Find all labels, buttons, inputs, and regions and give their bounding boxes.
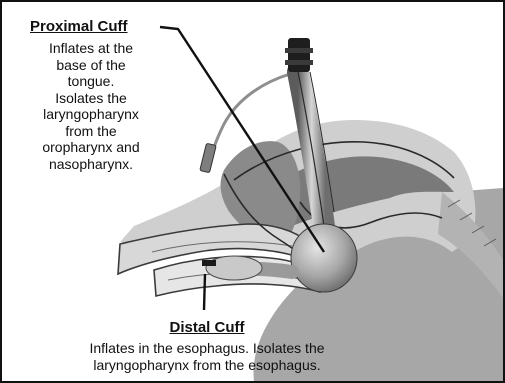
- proximal-line: base of the: [16, 57, 166, 74]
- tube-connector: [288, 38, 310, 72]
- proximal-cuff-balloon: [291, 224, 357, 292]
- distal-cuff-description: Inflates in the esophagus. Isolates the …: [2, 340, 412, 374]
- distal-line: laryngopharynx from the esophagus.: [2, 357, 412, 374]
- proximal-line: from the: [16, 123, 166, 140]
- distal-cuff-title: Distal Cuff: [2, 319, 412, 336]
- proximal-line: laryngopharynx: [16, 106, 166, 123]
- proximal-cuff-title: Proximal Cuff: [30, 18, 128, 35]
- proximal-line: tongue.: [16, 73, 166, 90]
- distal-line: Inflates in the esophagus. Isolates the: [2, 340, 412, 357]
- distal-leader-line: [204, 274, 205, 310]
- proximal-cuff-description: Inflates at the base of the tongue. Isol…: [16, 40, 166, 172]
- proximal-line: oropharynx and: [16, 139, 166, 156]
- pilot-valve: [200, 143, 216, 173]
- proximal-line: Isolates the: [16, 90, 166, 107]
- proximal-line: nasopharynx.: [16, 156, 166, 173]
- proximal-line: Inflates at the: [16, 40, 166, 57]
- distal-cuff-balloon: [206, 256, 262, 280]
